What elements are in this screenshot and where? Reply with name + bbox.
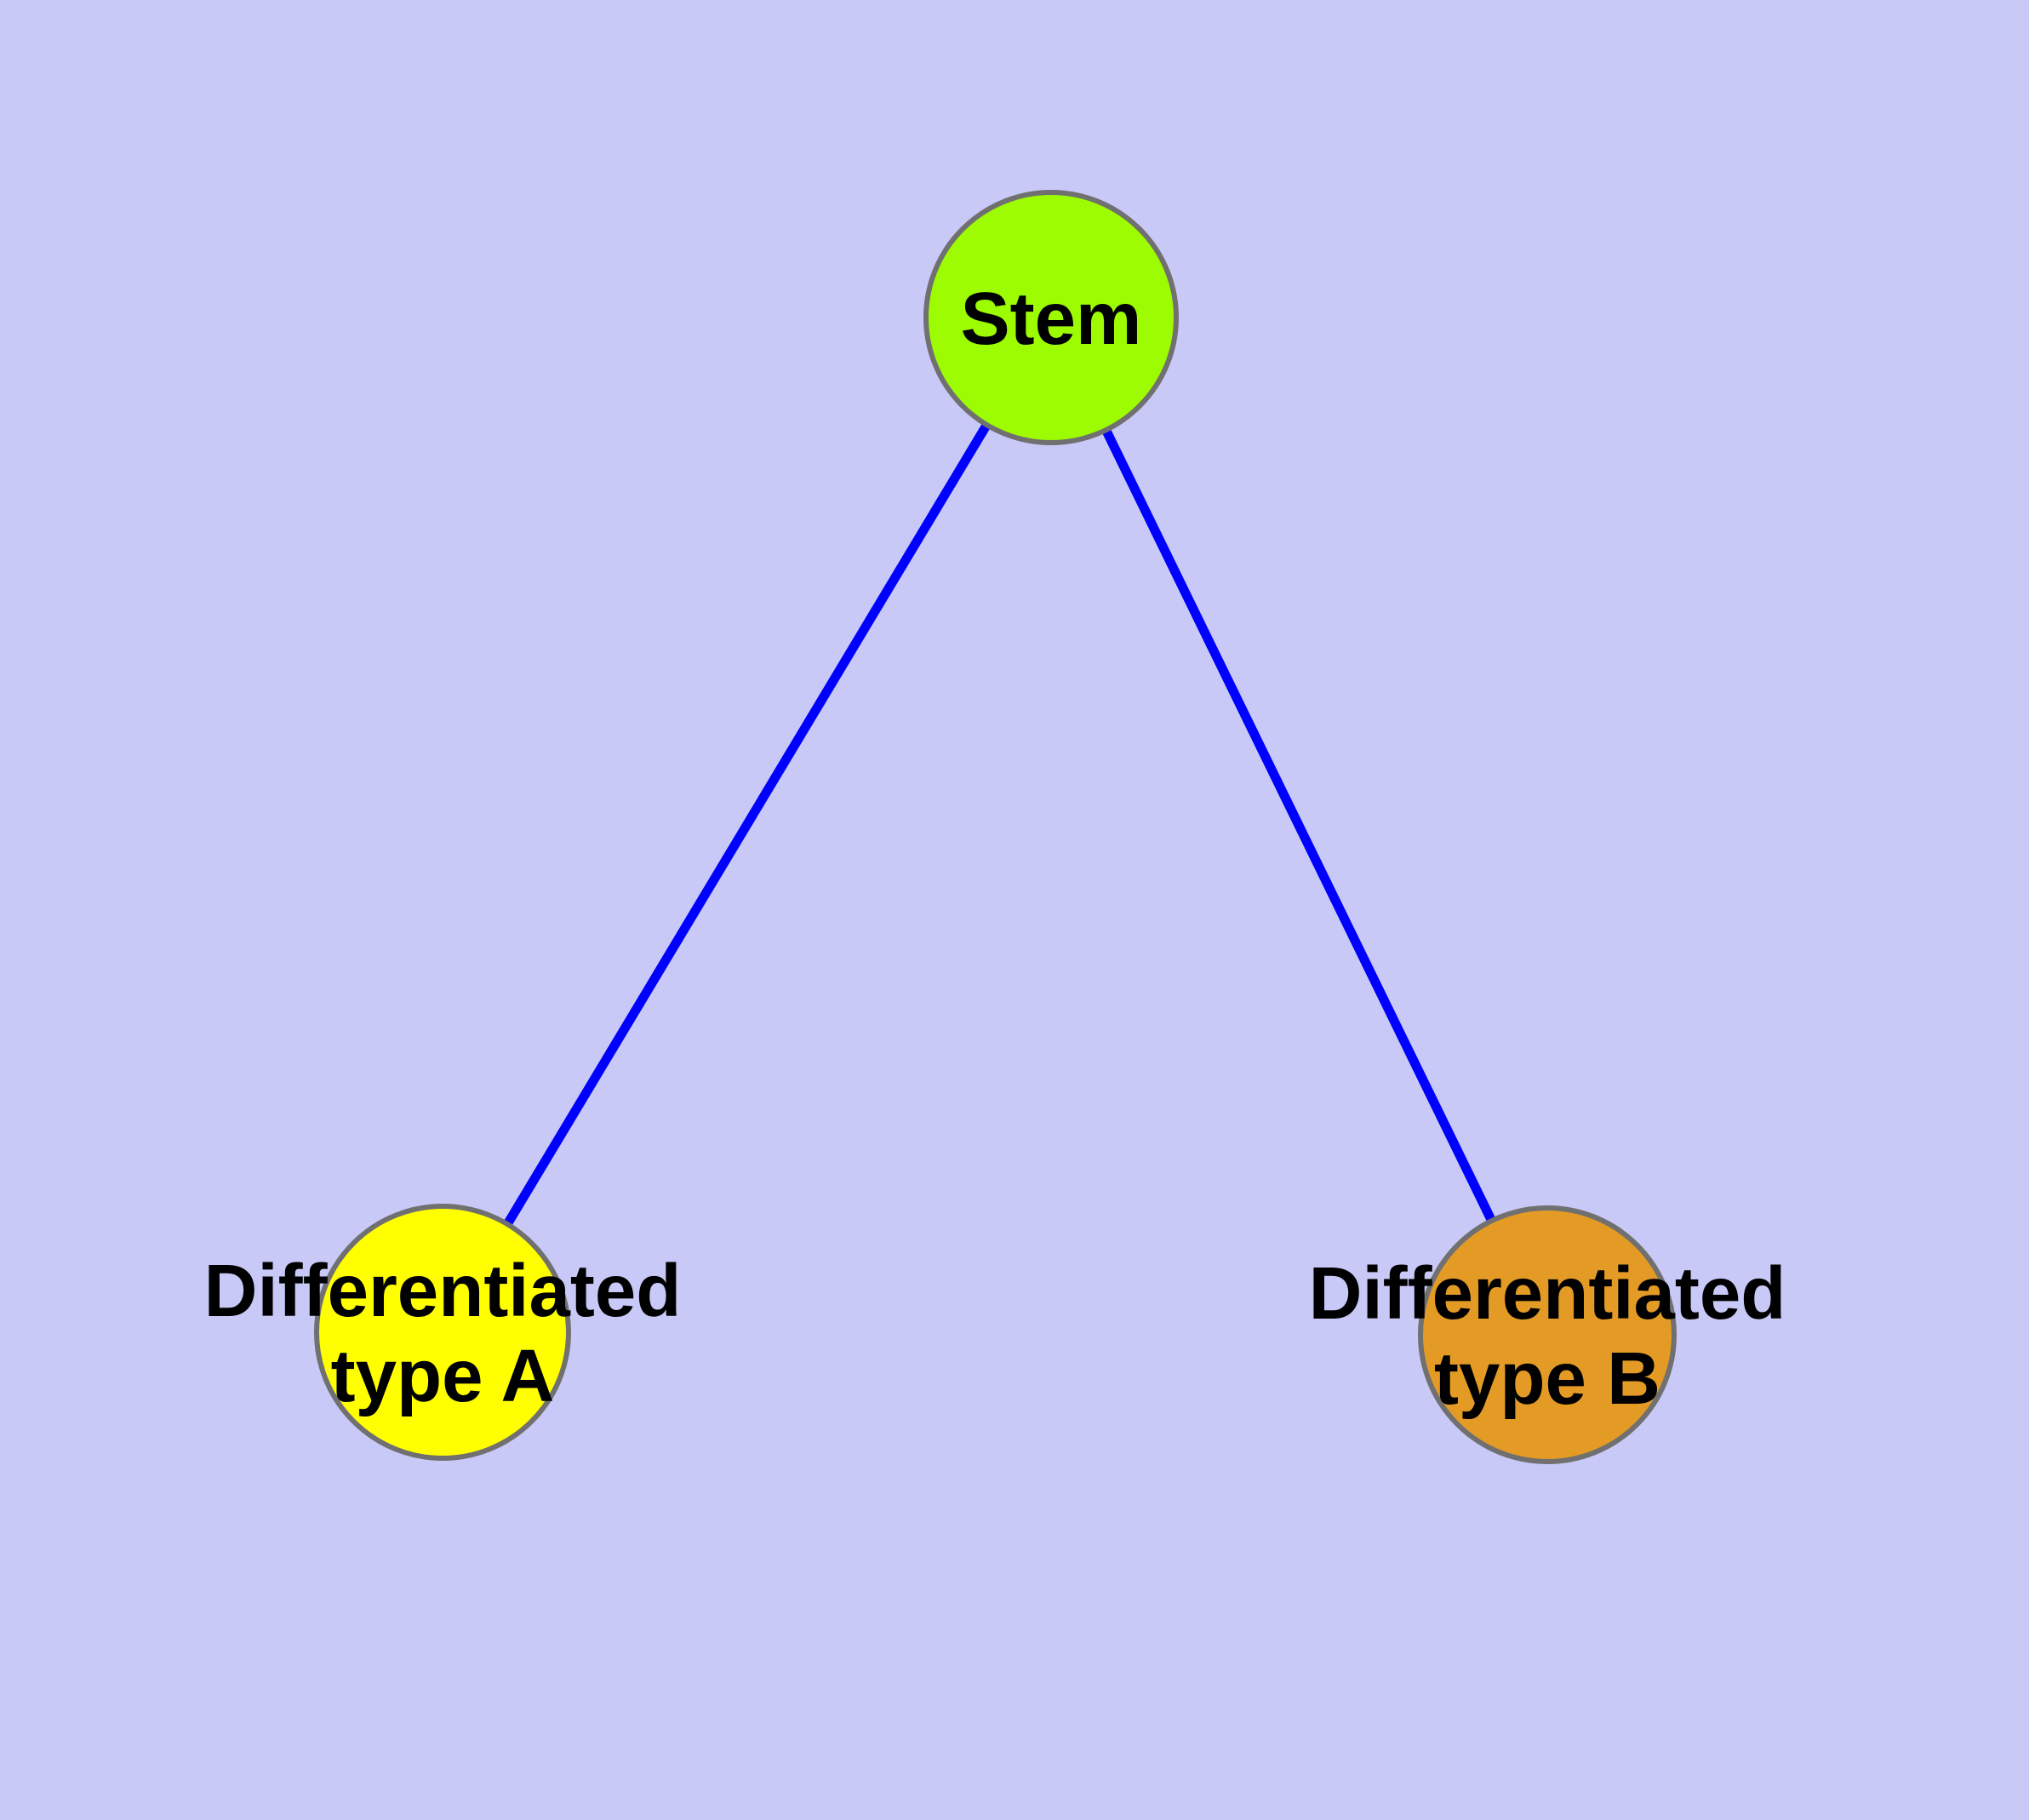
node-stem-label: Stem bbox=[961, 278, 1142, 360]
node-label-line: type A bbox=[331, 1335, 555, 1417]
node-differentiated-type-a-circle[interactable] bbox=[314, 1204, 571, 1461]
node-stem[interactable] bbox=[923, 190, 1179, 445]
node-differentiated-type-a[interactable] bbox=[314, 1204, 571, 1461]
nodes-group bbox=[314, 190, 1677, 1464]
edges-group bbox=[503, 423, 1496, 1227]
node-label-line: type B bbox=[1434, 1337, 1660, 1420]
node-label-line: Stem bbox=[961, 278, 1142, 360]
node-stem-circle[interactable] bbox=[923, 190, 1179, 445]
node-differentiated-type-b-circle[interactable] bbox=[1418, 1205, 1677, 1464]
edge-stem-to-differentiated-type-b[interactable] bbox=[1101, 428, 1496, 1222]
node-differentiated-type-b[interactable] bbox=[1418, 1205, 1677, 1464]
node-label-line: Differentiated bbox=[1309, 1252, 1786, 1335]
node-label-line: Differentiated bbox=[204, 1250, 682, 1332]
edge-stem-to-differentiated-type-a[interactable] bbox=[503, 423, 991, 1227]
